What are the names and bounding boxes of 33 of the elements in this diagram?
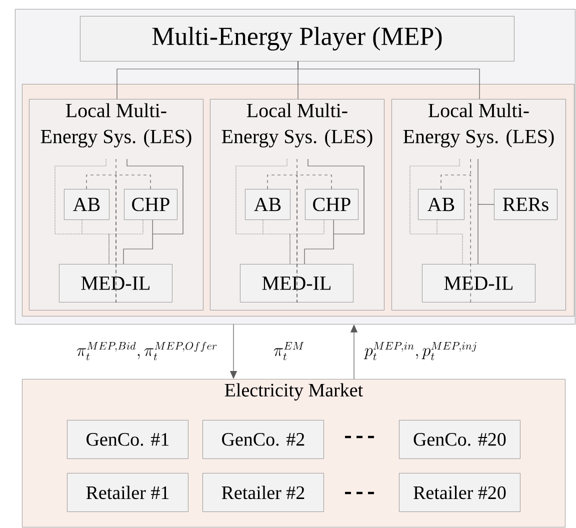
connector: [304, 220, 334, 264]
connector: [86, 174, 116, 303]
component-box: GenCo. #20: [399, 420, 520, 459]
component-box: MED-IL: [422, 264, 536, 302]
connector: [267, 174, 298, 303]
price-label: $\pi_t^{EM}$: [274, 342, 304, 360]
connector: [82, 220, 110, 264]
connector: [262, 220, 290, 264]
component-box: MED-IL: [240, 264, 354, 302]
connector: [296, 174, 332, 303]
component-box: CHP: [124, 189, 178, 220]
component-box: MED-IL: [59, 264, 172, 302]
connector: [478, 204, 494, 264]
connector: [298, 61, 480, 100]
edge-label: $\pi_t^{MEP,Bid},\pi_t^{MEP,Offer}$: [75, 340, 219, 362]
connector: [436, 220, 463, 264]
component-box: Retailer #2: [202, 473, 324, 512]
connector: [440, 174, 471, 303]
component-box: GenCo. #1: [67, 420, 188, 459]
connector: [116, 174, 151, 303]
connector: [290, 220, 324, 264]
component-box: Multi-Energy Player (MEP): [80, 16, 514, 62]
component-box: GenCo. #2: [202, 420, 324, 459]
component-box: AB: [418, 189, 464, 220]
component-box: RERs: [494, 189, 558, 220]
connector: [123, 220, 153, 264]
component-box: AB: [64, 189, 110, 220]
edge-label: $p_t^{MEP,in},p_t^{MEP,inj}$: [363, 341, 479, 362]
component-box: CHP: [305, 189, 358, 220]
component-box: Retailer #1: [67, 473, 188, 512]
connector: [108, 220, 144, 264]
component-box: Retailer #20: [399, 473, 520, 512]
component-box: AB: [245, 189, 290, 220]
